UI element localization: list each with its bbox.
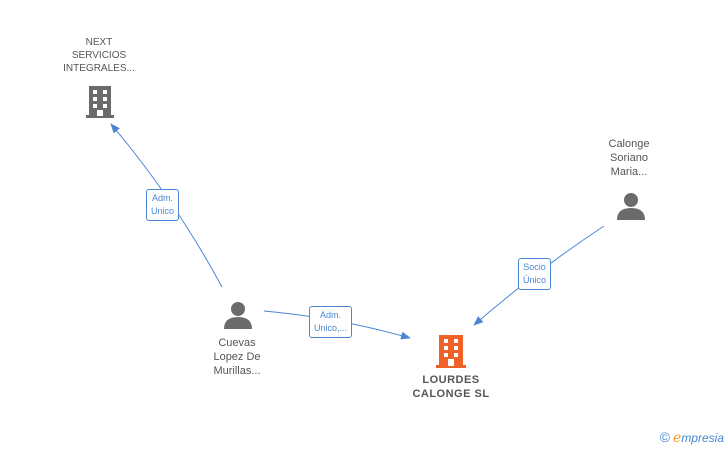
edge-label-line: Socio xyxy=(523,262,546,272)
empresia-watermark: ©empresia xyxy=(660,429,724,446)
edge-label-line: Unico xyxy=(151,206,175,216)
copyright-icon: © xyxy=(659,429,671,445)
building-icon-main[interactable] xyxy=(436,335,466,368)
person-icon[interactable] xyxy=(617,193,645,220)
label-line: Soriano xyxy=(610,152,648,164)
edge-label-line: Adm. xyxy=(152,193,174,203)
person-icon[interactable] xyxy=(224,302,252,329)
label-line: Murillas... xyxy=(213,365,261,377)
label-line: Calonge xyxy=(608,138,650,150)
edge-label-line: Unico,... xyxy=(314,323,348,333)
edge-label-adm-unico-next[interactable]: Adm. Unico xyxy=(146,189,180,221)
edge-label-line: Adm. xyxy=(320,310,342,320)
label-line: INTEGRALES... xyxy=(63,63,135,74)
label-line: CALONGE SL xyxy=(412,388,490,400)
label-line: Lopez De xyxy=(213,351,261,363)
edge-label-socio-unico[interactable]: Socio Único xyxy=(518,258,552,290)
edge-label-line: Único xyxy=(523,275,547,285)
node-label-next-servicios[interactable]: NEXT SERVICIOS INTEGRALES... xyxy=(44,36,154,75)
label-line: SERVICIOS xyxy=(71,50,127,61)
node-label-cuevas-lopez[interactable]: Cuevas Lopez De Murillas... xyxy=(182,336,292,378)
label-line: Cuevas xyxy=(218,337,256,349)
building-icon[interactable] xyxy=(86,86,114,118)
node-label-calonge-soriano[interactable]: Calonge Soriano Maria... xyxy=(574,137,684,179)
label-line: Maria... xyxy=(610,166,648,178)
label-line: NEXT xyxy=(85,37,113,48)
edge-label-adm-unico-lourdes[interactable]: Adm. Unico,... xyxy=(309,306,353,338)
brand-name: mpresia xyxy=(681,431,724,445)
brand-initial: e xyxy=(673,430,682,446)
node-label-lourdes-calonge[interactable]: LOURDES CALONGE SL xyxy=(396,373,506,401)
label-line: LOURDES xyxy=(422,374,480,386)
